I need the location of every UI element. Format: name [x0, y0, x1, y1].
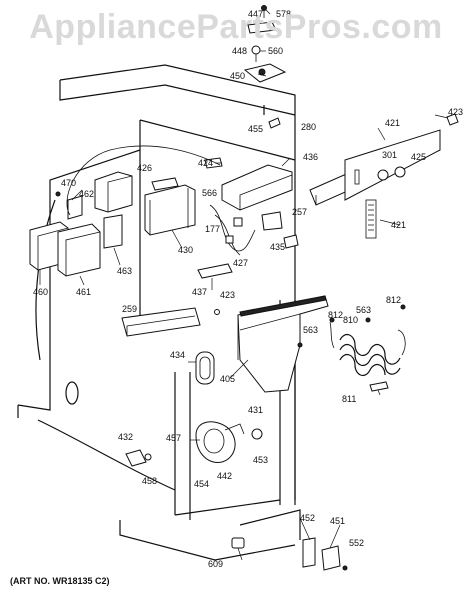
- watermark: AppliancePartsPros.com: [29, 8, 443, 46]
- callout-405: 405: [220, 374, 235, 384]
- callout-454: 454: [194, 479, 209, 489]
- callout-257: 257: [292, 207, 307, 217]
- callout-435: 435: [270, 242, 285, 252]
- callout-810: 810: [343, 315, 358, 325]
- bottom-brackets: [231, 537, 348, 571]
- callout-566: 566: [202, 188, 217, 198]
- callout-425: 425: [411, 152, 426, 162]
- callout-812-right: 812: [386, 295, 401, 305]
- callout-563-left: 563: [303, 325, 318, 335]
- control-panel-421: [309, 113, 459, 239]
- callout-609: 609: [208, 559, 223, 569]
- art-number: (ART NO. WR18135 C2): [10, 576, 110, 586]
- callout-461: 461: [76, 287, 91, 297]
- callout-450: 450: [230, 71, 245, 81]
- callout-434: 434: [170, 350, 185, 360]
- callout-424: 424: [198, 158, 213, 168]
- bracket-430: [144, 177, 196, 236]
- grommet-434: [195, 351, 215, 385]
- callout-812-left: 812: [328, 310, 343, 320]
- callout-432: 432: [118, 432, 133, 442]
- cover-405: [237, 295, 329, 393]
- callout-430: 430: [178, 245, 193, 255]
- callout-448: 448: [232, 46, 247, 56]
- callout-437: 437: [192, 287, 207, 297]
- callout-421-right: 421: [391, 220, 406, 230]
- callout-427: 427: [233, 258, 248, 268]
- callout-436: 436: [303, 152, 318, 162]
- fan-motor-442: [125, 421, 263, 467]
- callout-458: 458: [142, 476, 157, 486]
- callout-442: 442: [217, 471, 232, 481]
- callout-447: 447: [248, 9, 263, 19]
- left-components: [29, 145, 221, 277]
- callout-452: 452: [300, 513, 315, 523]
- top-hardware-group: [243, 5, 287, 129]
- callout-470: 470: [61, 178, 76, 188]
- callout-463: 463: [117, 266, 132, 276]
- mid-parts: [121, 263, 233, 337]
- heater-810: [297, 304, 406, 392]
- callout-labels: 447 578 448 560 450 455 280 423 421 424 …: [33, 9, 463, 569]
- callout-455: 455: [248, 124, 263, 134]
- callout-431: 431: [248, 405, 263, 415]
- callout-457: 457: [166, 433, 181, 443]
- callout-426: 426: [137, 163, 152, 173]
- callout-462: 462: [79, 189, 94, 199]
- callout-421-top: 421: [385, 118, 400, 128]
- callout-177: 177: [205, 224, 220, 234]
- callout-451: 451: [330, 516, 345, 526]
- callout-280: 280: [301, 122, 316, 132]
- callout-423-top: 423: [448, 107, 463, 117]
- callout-560: 560: [268, 46, 283, 56]
- callout-453: 453: [253, 455, 268, 465]
- callout-423-mid: 423: [220, 290, 235, 300]
- callout-552: 552: [349, 538, 364, 548]
- cabinet-frame: [17, 64, 301, 561]
- callout-259: 259: [122, 304, 137, 314]
- callout-811: 811: [342, 394, 356, 404]
- callout-460: 460: [33, 287, 48, 297]
- wiring-harness: [209, 204, 256, 256]
- callout-301: 301: [382, 150, 397, 160]
- leader-lines: [39, 9, 449, 561]
- control-housing-436: [204, 157, 299, 249]
- callout-578: 578: [276, 9, 291, 19]
- callout-563-right: 563: [356, 305, 371, 315]
